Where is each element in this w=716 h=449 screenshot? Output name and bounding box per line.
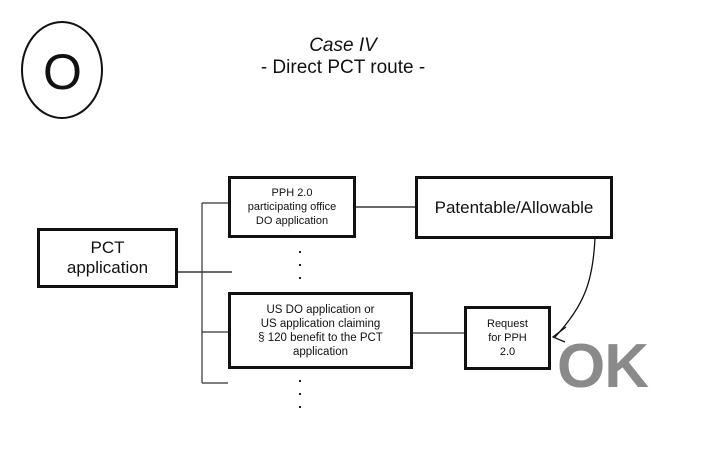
request-pph-box: Request for PPH 2.0 <box>464 306 551 370</box>
ellipsis-dot <box>299 380 301 382</box>
case-title: Case IV <box>0 35 686 57</box>
ok-status-label: OK <box>557 336 648 398</box>
request-pph-label: Request for PPH 2.0 <box>487 317 528 359</box>
us-do-application-label: US DO application or US application clai… <box>258 303 383 359</box>
pph-office-do-label: PPH 2.0 participating office DO applicat… <box>248 186 336 228</box>
patentable-label: Patentable/Allowable <box>435 198 594 218</box>
pct-application-label: PCT application <box>67 238 148 278</box>
ellipsis-dot <box>299 264 301 266</box>
ellipsis-dot <box>299 277 301 279</box>
ellipsis-dot <box>299 251 301 253</box>
pph-office-do-box: PPH 2.0 participating office DO applicat… <box>228 176 356 238</box>
ellipsis-dot <box>299 393 301 395</box>
us-do-application-box: US DO application or US application clai… <box>228 292 413 369</box>
ellipsis-dot <box>299 406 301 408</box>
patentable-box: Patentable/Allowable <box>415 176 613 239</box>
pct-application-box: PCT application <box>37 228 178 288</box>
route-subtitle: - Direct PCT route - <box>0 57 686 79</box>
allowable-to-request-arrow <box>555 238 595 337</box>
